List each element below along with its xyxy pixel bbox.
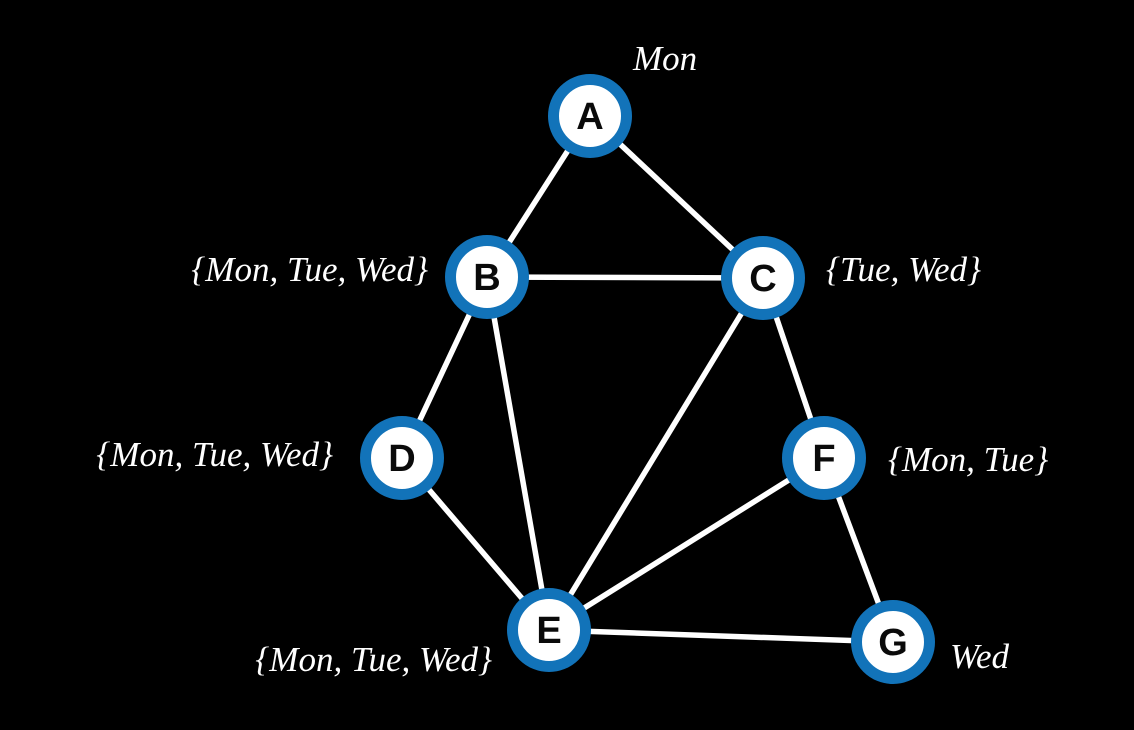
- node-circle-C: [721, 236, 805, 320]
- edge-E-F: [546, 455, 827, 633]
- node-letter-B: B: [473, 257, 500, 299]
- edge-B-E: [484, 274, 552, 633]
- node-B: B: [445, 235, 529, 319]
- node-letter-F: F: [812, 438, 835, 480]
- node-D: D: [360, 416, 444, 500]
- node-domain-label-F: {Mon, Tue}: [888, 440, 1048, 479]
- node-G: G: [851, 600, 935, 684]
- node-circle-D: [360, 416, 444, 500]
- edge-C-E: [546, 275, 766, 633]
- edge-E-G: [546, 627, 896, 645]
- node-domain-label-E: {Mon, Tue, Wed}: [255, 640, 492, 679]
- node-letter-A: A: [576, 96, 603, 138]
- edge-B-C: [484, 274, 766, 281]
- node-letter-D: D: [388, 438, 415, 480]
- node-A: A: [548, 74, 632, 158]
- node-domain-label-A: Mon: [632, 39, 697, 78]
- node-circle-A: [548, 74, 632, 158]
- node-circle-B: [445, 235, 529, 319]
- node-C: C: [721, 236, 805, 320]
- node-letter-G: G: [878, 622, 908, 664]
- node-letter-E: E: [536, 610, 561, 652]
- node-domain-label-B: {Mon, Tue, Wed}: [191, 250, 428, 289]
- node-circle-E: [507, 588, 591, 672]
- node-domain-label-G: Wed: [950, 637, 1009, 676]
- node-circle-G: [851, 600, 935, 684]
- node-domain-label-D: {Mon, Tue, Wed}: [96, 435, 333, 474]
- node-E: E: [507, 588, 591, 672]
- node-letter-C: C: [749, 258, 776, 300]
- node-circle-F: [782, 416, 866, 500]
- node-domain-label-C: {Tue, Wed}: [826, 250, 981, 289]
- node-F: F: [782, 416, 866, 500]
